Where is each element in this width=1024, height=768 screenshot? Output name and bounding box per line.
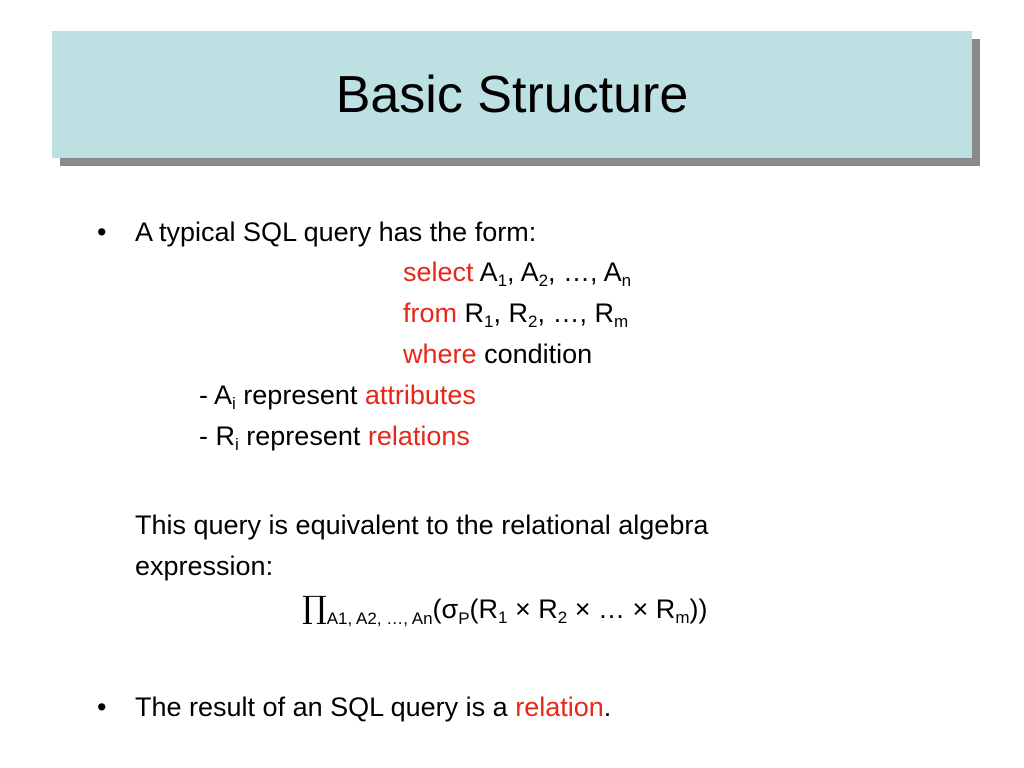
note-relations: - Ri represent relations	[199, 421, 470, 454]
paragraph-line-2: expression:	[135, 551, 274, 581]
from-arg-2: R2, …,	[508, 298, 595, 331]
select-arg-1: A1,	[479, 257, 521, 290]
select-arg-n: An	[603, 257, 632, 290]
from-arg-1: R1,	[464, 298, 509, 331]
relations-highlight: relations	[367, 421, 470, 451]
note-attributes: - Ai represent attributes	[199, 380, 476, 413]
where-keyword: where	[403, 339, 477, 369]
bullet-marker-1: •	[97, 217, 107, 247]
attributes-highlight: attributes	[364, 380, 476, 410]
query-from-line: from R1, R2, …, Rm	[403, 298, 629, 331]
query-select-line: select A1, A2, …, An	[403, 257, 632, 290]
from-keyword: from	[403, 298, 457, 328]
where-condition: condition	[484, 339, 593, 369]
paragraph-line-1: This query is equivalent to the relation…	[135, 510, 709, 540]
projection-symbol: ∏	[302, 590, 327, 626]
selection-symbol: σ	[441, 594, 459, 624]
relation-highlight: relation	[515, 692, 604, 722]
select-arg-2: A2, …,	[520, 257, 604, 290]
select-keyword: select	[403, 257, 474, 287]
relational-algebra-expression: ∏A1, A2, …, An(σP(R1 × R2 × … × Rm))	[302, 590, 708, 628]
bullet1-text: A typical SQL query has the form:	[135, 217, 537, 247]
from-arg-m: Rm	[594, 298, 629, 331]
bullet-marker-2: •	[97, 692, 107, 722]
query-where-line: where condition	[403, 341, 592, 368]
slide-title: Basic Structure	[335, 65, 689, 124]
bullet2-text: The result of an SQL query is a relation…	[135, 692, 612, 722]
title-box: Basic Structure	[52, 31, 972, 158]
